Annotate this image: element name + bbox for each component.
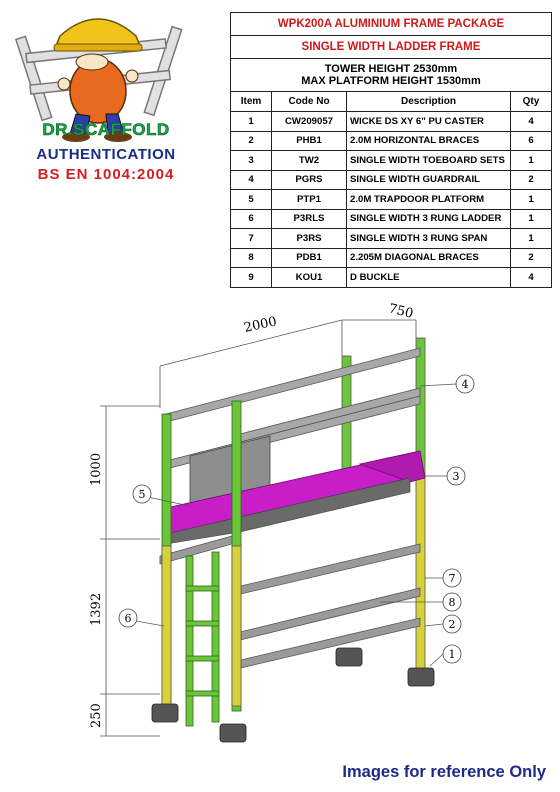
code-cell: PTP1 bbox=[271, 189, 347, 210]
dim-length: 2000 bbox=[243, 314, 278, 336]
header-code: Code No bbox=[271, 91, 347, 112]
table-header-row: Item Code No Description Qty bbox=[230, 91, 552, 112]
callout-circle bbox=[446, 466, 466, 486]
callout-circle bbox=[455, 374, 475, 394]
description-cell: 2.0M HORIZONTAL BRACES bbox=[346, 130, 511, 151]
code-cell: PDB1 bbox=[271, 247, 347, 268]
qty-cell: 1 bbox=[510, 150, 552, 171]
qty-cell: 1 bbox=[510, 208, 552, 229]
description-cell: 2.205M DIAGONAL BRACES bbox=[346, 247, 511, 268]
dim-base-height: 250 bbox=[89, 703, 104, 728]
code-cell: P3RLS bbox=[271, 208, 347, 229]
qty-cell: 2 bbox=[510, 247, 552, 268]
item-cell: 5 bbox=[230, 189, 272, 210]
code-cell: PHB1 bbox=[271, 130, 347, 151]
callout-leader bbox=[419, 383, 457, 387]
dim-frame-height: 1392 bbox=[89, 593, 104, 626]
callout-circle bbox=[442, 614, 462, 634]
description-cell: 2.0M TRAPDOOR PLATFORM bbox=[346, 189, 511, 210]
item-cell: 6 bbox=[230, 208, 272, 229]
description-cell: SINGLE WIDTH 3 RUNG LADDER bbox=[346, 208, 511, 229]
code-cell: P3RS bbox=[271, 228, 347, 249]
reference-note: Images for reference Only bbox=[342, 763, 546, 781]
item-cell: 3 bbox=[230, 150, 272, 171]
item-cell: 8 bbox=[230, 247, 272, 268]
callout-label: 1 bbox=[449, 648, 456, 661]
callout-label: 7 bbox=[449, 572, 456, 585]
callout-label: 3 bbox=[453, 470, 460, 483]
callout-label: 8 bbox=[449, 596, 456, 609]
callout-circle bbox=[442, 644, 462, 664]
authentication-label: AUTHENTICATION bbox=[36, 146, 176, 163]
callout-circle bbox=[442, 568, 462, 588]
description-cell: WICKE DS XY 6" PU CASTER bbox=[346, 111, 511, 132]
item-cell: 7 bbox=[230, 228, 272, 249]
mascot-figure-icon bbox=[53, 18, 143, 142]
callout-circle bbox=[132, 484, 152, 504]
package-title: WPK200A ALUMINIUM FRAME PACKAGE bbox=[230, 12, 552, 36]
item-cell: 4 bbox=[230, 169, 272, 190]
header-item: Item bbox=[230, 91, 272, 112]
callout-leader bbox=[424, 623, 444, 627]
item-cell: 9 bbox=[230, 267, 272, 288]
toeboard bbox=[165, 450, 426, 545]
dim-width: 750 bbox=[387, 301, 415, 322]
qty-cell: 2 bbox=[510, 169, 552, 190]
code-cell: TW2 bbox=[271, 150, 347, 171]
description-cell: D BUCKLE bbox=[346, 267, 511, 288]
qty-cell: 1 bbox=[510, 228, 552, 249]
tower-drawing: 2000 750 1000 1392 250 bbox=[89, 301, 475, 743]
callout-label: 5 bbox=[139, 488, 146, 501]
casters bbox=[151, 647, 435, 743]
header-qty: Qty bbox=[510, 91, 552, 112]
callout-leader bbox=[429, 653, 444, 667]
tower-height: TOWER HEIGHT 2530mm bbox=[324, 63, 458, 75]
dimension-lines bbox=[100, 319, 417, 737]
header-description: Description bbox=[346, 91, 511, 112]
brand-name: DR.SCAFFOLD bbox=[42, 120, 170, 140]
description-cell: SINGLE WIDTH GUARDRAIL bbox=[346, 169, 511, 190]
brand-block: DR.SCAFFOLD AUTHENTICATION BS EN 1004:20… bbox=[6, 120, 206, 183]
code-cell: CW209057 bbox=[271, 111, 347, 132]
horizontal-braces bbox=[159, 535, 421, 671]
frame-subtitle: SINGLE WIDTH LADDER FRAME bbox=[230, 35, 552, 59]
mascot-logo bbox=[14, 18, 183, 142]
callout-circle bbox=[442, 592, 462, 612]
dim-guard-height: 1000 bbox=[89, 453, 104, 486]
description-cell: SINGLE WIDTH TOEBOARD SETS bbox=[346, 150, 511, 171]
callout-label: 2 bbox=[449, 618, 456, 631]
standard-label: BS EN 1004:2004 bbox=[37, 166, 175, 183]
callout-circle bbox=[118, 608, 138, 628]
callout-label: 6 bbox=[125, 612, 132, 625]
parts-table: WPK200A ALUMINIUM FRAME PACKAGE SINGLE W… bbox=[230, 12, 552, 288]
item-cell: 2 bbox=[230, 130, 272, 151]
height-info: TOWER HEIGHT 2530mm MAX PLATFORM HEIGHT … bbox=[230, 58, 552, 92]
code-cell: KOU1 bbox=[271, 267, 347, 288]
code-cell: PGRS bbox=[271, 169, 347, 190]
item-cell: 1 bbox=[230, 111, 272, 132]
qty-cell: 4 bbox=[510, 267, 552, 288]
callout-label: 4 bbox=[462, 378, 469, 391]
qty-cell: 6 bbox=[510, 130, 552, 151]
platform-height: MAX PLATFORM HEIGHT 1530mm bbox=[301, 75, 481, 87]
callout-markers: 1 2 3 4 5 6 7 8 bbox=[118, 374, 475, 667]
qty-cell: 4 bbox=[510, 111, 552, 132]
qty-cell: 1 bbox=[510, 189, 552, 210]
description-cell: SINGLE WIDTH 3 RUNG SPAN bbox=[346, 228, 511, 249]
